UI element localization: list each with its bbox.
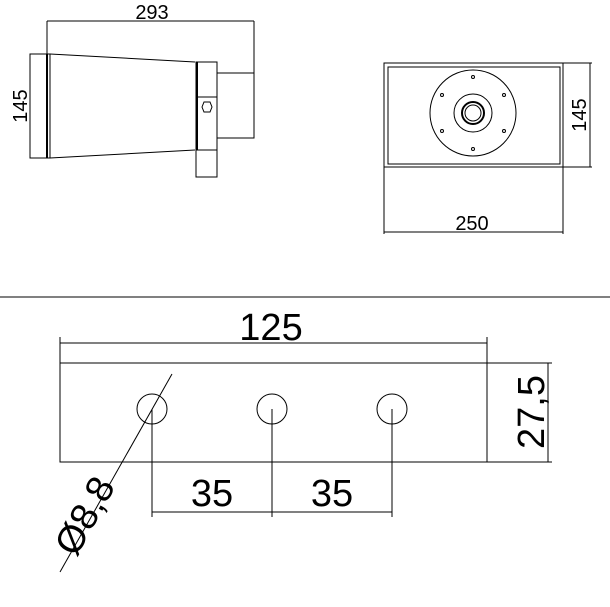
speaker-outer-ring (429, 69, 517, 157)
flange (29, 53, 51, 159)
front-height-label: 145 (569, 98, 591, 131)
diameter-leader-line (59, 373, 173, 573)
hex-bolt-icon (201, 101, 213, 113)
spacing-label-1: 35 (191, 473, 233, 515)
spacing-label-2: 35 (311, 473, 353, 515)
side-width-label: 293 (135, 2, 168, 24)
front-view: 250 145 (383, 62, 592, 235)
cone-top (49, 53, 196, 63)
side-height-label: 145 (10, 89, 32, 122)
back-box (216, 72, 255, 139)
mounting-plate: 125 35 35 27,5 Ø8,8 (47, 307, 553, 573)
plate-height-label: 27,5 (511, 375, 553, 449)
front-width-label: 250 (455, 213, 488, 235)
bracket (195, 61, 218, 178)
plate-length-label: 125 (239, 307, 302, 349)
cone-bottom (49, 149, 196, 159)
side-view: 293 145 (10, 2, 255, 178)
hole-diameter-label: Ø8,8 (47, 470, 124, 562)
